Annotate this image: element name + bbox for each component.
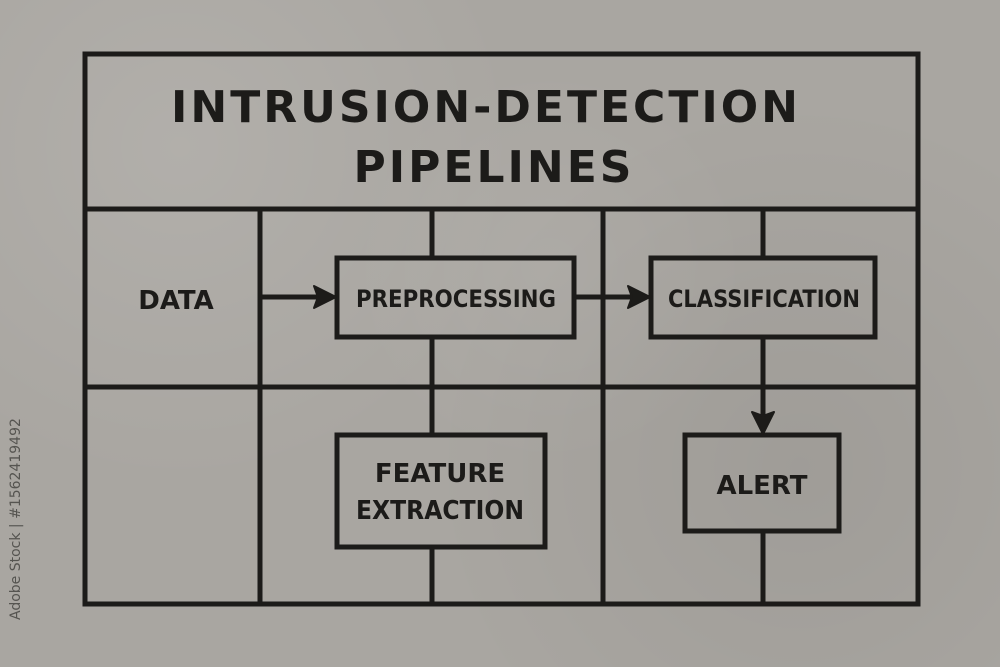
alert-label: ALERT (716, 471, 807, 501)
diagram-title-line-2: PIPELINES (354, 142, 635, 193)
preprocessing-box (334, 255, 577, 340)
arrow-head-preprocessing-to-classification (627, 285, 651, 309)
alert-box (682, 432, 842, 534)
stock-watermark: Adobe Stock | #1562419492 (8, 418, 24, 620)
diagram-title-line-1: INTRUSION-DETECTION (171, 82, 801, 133)
feature-extraction-label-line-2: EXTRACTION (356, 496, 524, 526)
outer-frame (82, 51, 921, 607)
classification-label: CLASSIFICATION (668, 285, 860, 313)
arrow-head-classification-to-alert (751, 411, 775, 435)
data-label: DATA (138, 286, 214, 316)
feature-extraction-box (334, 432, 548, 550)
preprocessing-label: PREPROCESSING (356, 285, 556, 313)
arrow-head-data-to-preprocessing (313, 285, 337, 309)
feature-extraction-label-line-1: FEATURE (375, 459, 505, 489)
